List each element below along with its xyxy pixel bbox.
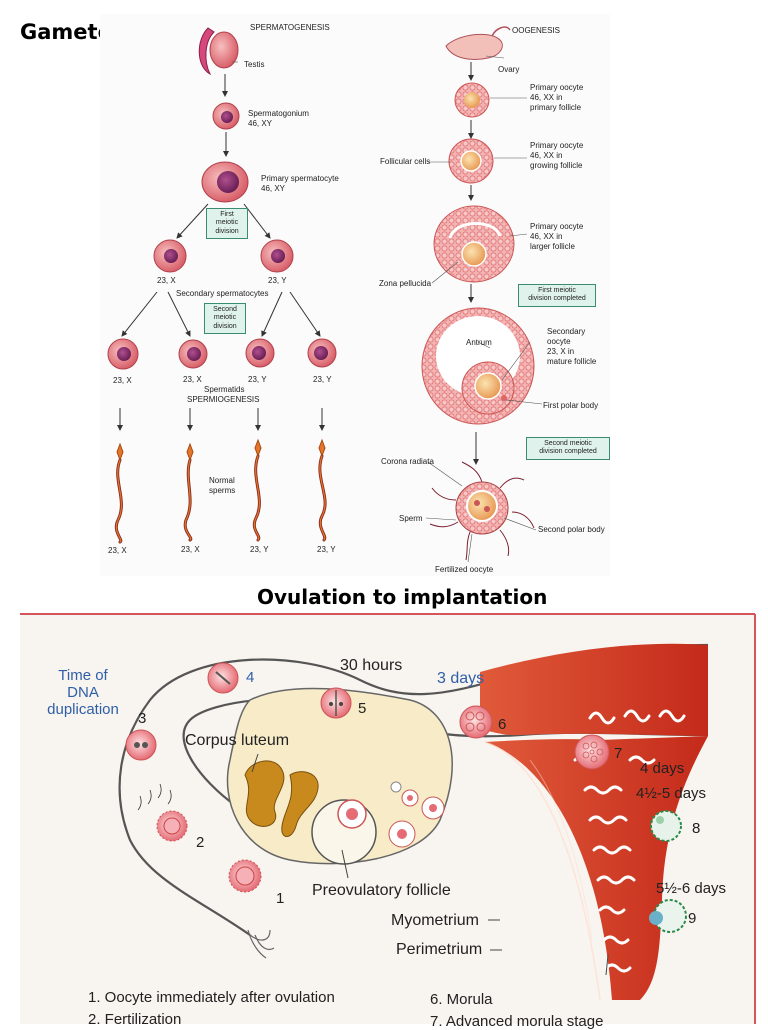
four-days-label: 4 days <box>640 760 685 777</box>
ovary <box>226 687 453 865</box>
antrum-label: Antrum <box>466 338 492 347</box>
stage-9-implantation <box>649 899 687 933</box>
stage-number-5: 5 <box>358 700 367 717</box>
stage-number-1: 1 <box>276 890 285 907</box>
second-meiotic-division-box: Second meiotic division <box>204 303 246 335</box>
arrow <box>289 291 321 337</box>
thirty-hours-label: 30 hours <box>340 657 403 674</box>
primary-spermatocyte-cell <box>201 161 249 203</box>
sperm-1-karyotype: 23, X <box>108 546 127 555</box>
four-half-to-five-days-label: 4½-5 days <box>636 785 707 802</box>
stage-number-9: 9 <box>688 910 697 927</box>
ovary-illustration <box>445 26 511 60</box>
preovulatory-leader <box>341 849 349 879</box>
stage-5-two-cell <box>320 687 352 719</box>
arrow <box>176 203 209 239</box>
primary-oocyte-growing-follicle-label: Primary oocyte 46, XX in growing follicl… <box>530 141 584 170</box>
stage-4-cleavage <box>207 662 239 694</box>
oogenesis-heading: OOGENESIS <box>512 26 561 35</box>
arrow <box>121 291 158 337</box>
arrow <box>167 291 191 337</box>
fertilized-oocyte-label: Fertilized oocyte <box>435 565 494 574</box>
fertilized-oocyte-illustration <box>429 461 535 561</box>
myometrium-label: Myometrium <box>391 912 480 929</box>
endometrium-glands <box>573 709 686 973</box>
ovary-label: Ovary <box>498 65 520 74</box>
primary-follicle <box>454 82 490 118</box>
follicular-cells-label: Follicular cells <box>380 157 431 166</box>
sperm-4-karyotype: 23, Y <box>317 545 336 554</box>
spermatogonium-cell <box>212 102 240 130</box>
five-half-to-six-days-label: 5½-6 days <box>656 880 727 897</box>
normal-sperms-label: Normal sperms <box>209 476 236 495</box>
legend-item-7: 7. Advanced morula stage <box>430 1013 604 1030</box>
growing-follicle <box>448 138 494 184</box>
stage-6-morula <box>459 705 493 739</box>
arrow <box>243 203 271 239</box>
stage-2-fertilization <box>137 783 188 842</box>
stage-number-7: 7 <box>614 745 623 762</box>
stage-3-pronuclei <box>125 729 157 761</box>
preovulatory-follicle-label: Preovulatory follicle <box>312 882 451 899</box>
spermatid-cells <box>107 338 337 370</box>
stage-8-blastocyst <box>650 810 682 842</box>
second-polar-body-label: Second polar body <box>538 525 605 534</box>
stage-number-4: 4 <box>246 669 255 686</box>
perimetrium-label: Perimetrium <box>396 941 483 958</box>
primary-spermatocyte-label: Primary spermatocyte 46, XY <box>261 174 339 193</box>
legend-item-2: 2. Fertilization <box>88 1011 182 1028</box>
spermatid-4-karyotype: 23, Y <box>313 375 332 384</box>
label-leaders <box>232 55 543 563</box>
zona-pellucida-label: Zona pellucida <box>379 279 432 288</box>
spermatogenesis-heading: SPERMATOGENESIS <box>250 23 330 32</box>
secondary-oocyte-label: Secondary oocyte 23, X in mature follicl… <box>547 327 597 366</box>
secondary-spermatocytes-label: Secondary spermatocytes <box>176 289 269 298</box>
spermatid-2-karyotype: 23, X <box>183 375 202 384</box>
spermatid-1-karyotype: 23, X <box>113 376 132 385</box>
spermatogonium-label: Spermatogonium 46, XY <box>248 109 309 128</box>
sperm-3-karyotype: 23, Y <box>250 545 269 554</box>
legend-item-6: 6. Morula <box>430 991 493 1008</box>
primary-oocyte-primary-follicle-label: Primary oocyte 46, XX in primary follicl… <box>530 83 584 112</box>
first-polar-body-label: First polar body <box>543 401 599 410</box>
legend-item-1: 1. Oocyte immediately after ovulation <box>88 989 335 1006</box>
mature-follicle <box>421 307 535 425</box>
primary-oocyte-larger-follicle-label: Primary oocyte 46, XX in larger follicle <box>530 222 584 251</box>
testis-label: Testis <box>244 60 265 69</box>
sperm-2-karyotype: 23, X <box>181 545 200 554</box>
spermiogenesis-label: SPERMIOGENESIS <box>187 395 260 404</box>
uterus-leader <box>605 954 609 976</box>
stage-1-oocyte <box>228 859 262 893</box>
secondary-left-karyotype: 23, X <box>157 276 176 285</box>
second-meiotic-division-completed-box: Second meiotic division completed <box>526 437 610 460</box>
time-of-dna-duplication-label: Time of DNA duplication <box>47 667 119 718</box>
three-days-label: 3 days <box>437 670 485 687</box>
stage-7-advanced-morula <box>574 734 610 770</box>
sperm-label: Sperm <box>399 514 423 523</box>
secondary-spermatocyte-left <box>153 239 187 273</box>
testis-illustration <box>198 27 239 76</box>
stage-number-2: 2 <box>196 834 205 851</box>
secondary-spermatocyte-right <box>260 239 294 273</box>
sperm-cells <box>114 438 327 544</box>
first-meiotic-division-completed-box: First meiotic division completed <box>518 284 596 307</box>
spermatid-3-karyotype: 23, Y <box>248 375 267 384</box>
ovulation-title: Ovulation to implantation <box>257 585 548 609</box>
arrow <box>261 291 283 337</box>
spermatids-label: Spermatids <box>204 385 245 394</box>
stage-number-3: 3 <box>138 710 147 727</box>
uterus-wall <box>480 643 708 1001</box>
corpus-luteum-leader <box>251 753 259 773</box>
stage-number-8: 8 <box>692 820 701 837</box>
fimbriae <box>247 929 275 959</box>
corona-radiata-label: Corona radiata <box>381 457 434 466</box>
secondary-right-karyotype: 23, Y <box>268 276 287 285</box>
larger-follicle <box>433 205 515 283</box>
stage-number-6: 6 <box>498 716 507 733</box>
first-meiotic-division-box: First meiotic division <box>206 208 248 240</box>
corpus-luteum-label: Corpus luteum <box>185 732 290 749</box>
